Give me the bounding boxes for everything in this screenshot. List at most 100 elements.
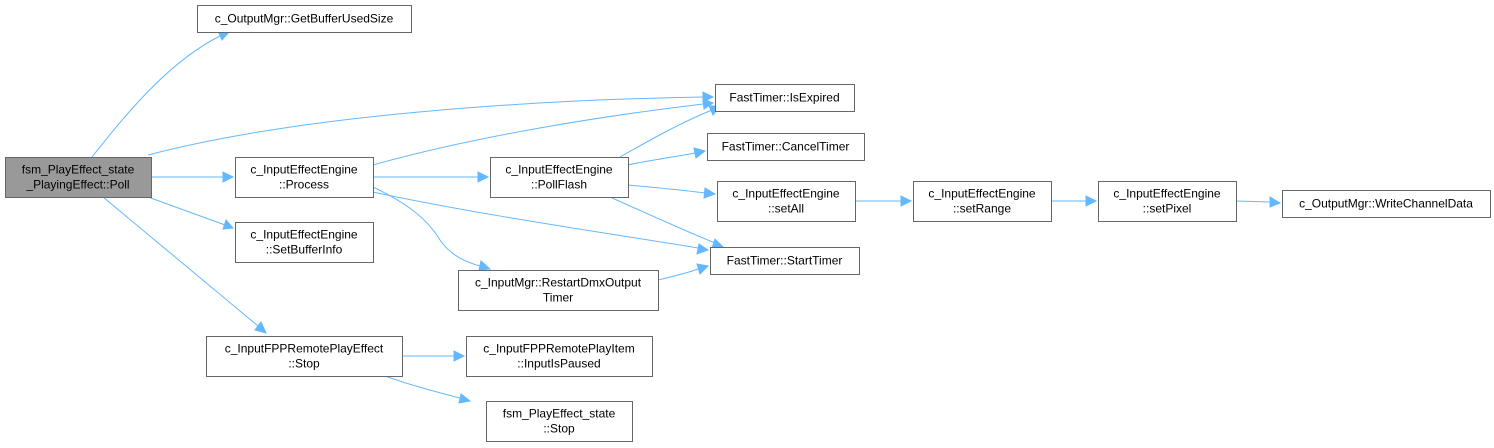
edge-arrowhead [458,393,472,404]
edge-fppstop-to-paused [402,350,466,362]
node-label: fsm_PlayEffect_state [503,407,616,421]
node-label: ::Stop [543,422,575,436]
edge-root-to-fppstop [102,196,267,334]
node-setpixel[interactable]: c_InputEffectEngine::setPixel [1098,181,1237,222]
edge-process-to-start [372,191,710,255]
edge-setpixel-to-write [1235,196,1282,208]
node-setrange[interactable]: c_InputEffectEngine::setRange [913,181,1052,222]
node-label: c_InputEffectEngine [505,163,613,177]
node-box [715,84,855,112]
node-write[interactable]: c_OutputMgr::WriteChannelData [1282,190,1491,218]
edge-pollflash-to-cancel [627,147,707,166]
edge-arrowhead [453,350,466,362]
edge-line [1235,200,1271,203]
node-label: ::InputIsPaused [517,357,600,371]
node-box [717,181,856,222]
edges-layer [91,30,1282,404]
edge-root-to-getbuf [91,30,232,158]
node-label: ::SetBufferInfo [266,243,343,257]
node-box [197,5,412,33]
node-label: c_InputEffectEngine [928,187,1036,201]
node-label: ::Stop [288,357,320,371]
node-cancel[interactable]: FastTimer::CancelTimer [707,133,865,161]
nodes-layer: fsm_PlayEffect_state_PlayingEffect::Poll… [5,5,1491,442]
node-label: c_InputMgr::RestartDmxOutput [475,276,642,290]
node-box [913,181,1052,222]
node-label: c_InputFPPRemotePlayItem [483,342,634,356]
node-label: ::setAll [768,202,804,216]
node-label: c_InputFPPRemotePlayEffect [225,342,384,356]
edge-arrowhead [477,171,490,183]
node-label: FastTimer::StartTimer [727,254,843,268]
edge-arrowhead [693,147,707,159]
node-setall[interactable]: c_InputEffectEngine::setAll [717,181,856,222]
edge-arrowhead [222,171,235,183]
node-label: c_InputEffectEngine [250,163,358,177]
node-pollflash[interactable]: c_InputEffectEngine::PollFlash [490,157,629,198]
node-box [1282,190,1491,218]
edge-line [384,375,461,399]
node-label: Timer [543,291,573,305]
edge-pollflash-to-setall [627,184,717,199]
node-isexpired[interactable]: FastTimer::IsExpired [715,84,855,112]
edge-line [372,103,704,166]
node-box [458,270,659,311]
edge-restart-to-start [657,263,710,281]
edge-line [372,191,699,249]
edge-arrowhead [696,243,710,255]
node-label: ::Process [279,178,329,192]
edge-line [619,109,713,158]
edge-line [147,96,704,156]
edge-arrowhead [1269,196,1282,208]
edge-arrowhead [222,219,235,230]
edge-line [102,196,259,327]
edge-root-to-process [151,171,235,183]
node-box [710,247,860,275]
node-box [707,133,865,161]
node-fppstop[interactable]: c_InputFPPRemotePlayEffect::Stop [206,336,403,377]
node-start[interactable]: FastTimer::StartTimer [710,247,860,275]
edge-pollflash-to-start [609,196,725,249]
node-box [466,336,653,377]
node-box [490,157,629,198]
edge-root-to-isexpired [147,91,715,156]
node-box [235,222,374,263]
node-label: ::setPixel [1143,202,1192,216]
edge-line [147,196,226,226]
edge-arrowhead [703,187,717,199]
node-label: c_InputEffectEngine [250,228,358,242]
node-label: fsm_PlayEffect_state [22,163,135,177]
edge-process-to-restart [372,186,492,271]
edge-setall-to-setrange [855,195,913,207]
edge-process-to-isexpired [372,98,715,166]
node-box [486,401,633,442]
edge-arrowhead [711,238,725,249]
edge-arrowhead [254,321,267,334]
node-label: ::setRange [953,202,1011,216]
edge-line [627,184,706,194]
node-label: FastTimer::IsExpired [729,91,839,105]
node-label: c_OutputMgr::GetBufferUsedSize [215,12,394,26]
node-label: FastTimer::CancelTimer [722,140,850,154]
node-box [235,157,374,198]
edge-pollflash-to-isexpired [619,105,722,158]
node-box [206,336,403,377]
node-label: c_InputEffectEngine [732,187,840,201]
node-root[interactable]: fsm_PlayEffect_state_PlayingEffect::Poll [5,157,152,198]
node-setbuf[interactable]: c_InputEffectEngine::SetBufferInfo [235,222,374,263]
edge-setrange-to-setpixel [1051,195,1098,207]
node-process[interactable]: c_InputEffectEngine::Process [235,157,374,198]
node-label: ::PollFlash [531,178,587,192]
edge-arrowhead [900,195,913,207]
edge-line [372,186,481,267]
node-box [1098,181,1237,222]
edge-arrowhead [696,263,710,275]
node-fsmstop[interactable]: fsm_PlayEffect_state::Stop [486,401,633,442]
edge-root-to-setbuf [147,196,235,230]
edge-line [91,34,223,158]
edge-line [657,268,699,281]
node-getbuf[interactable]: c_OutputMgr::GetBufferUsedSize [197,5,412,33]
node-paused[interactable]: c_InputFPPRemotePlayItem::InputIsPaused [466,336,653,377]
